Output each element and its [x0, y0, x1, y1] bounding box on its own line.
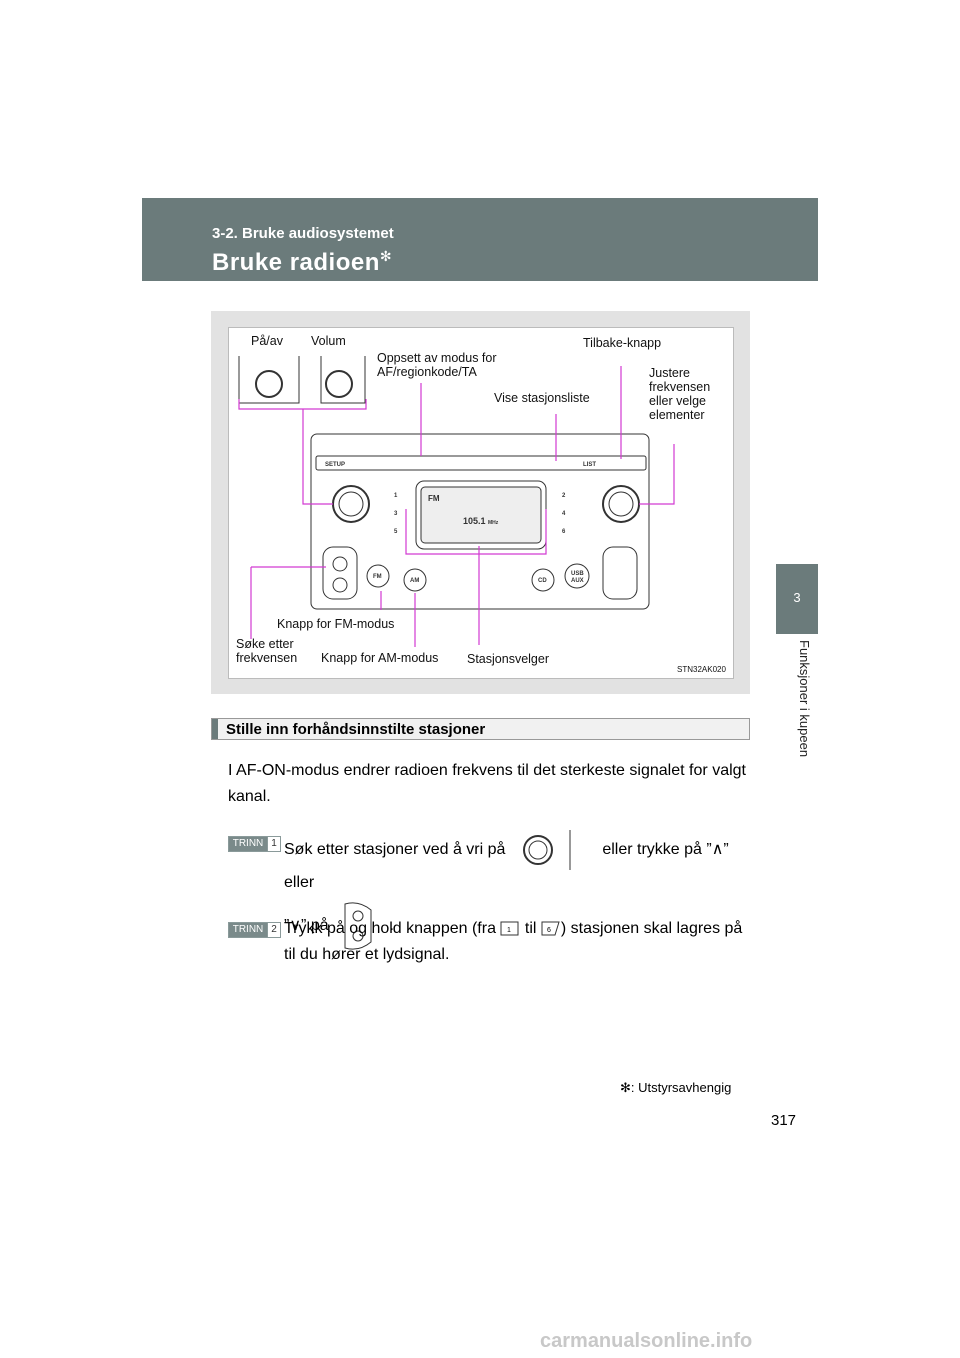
step-1-text: Søk etter stasjoner ved å vri på eller t… [284, 830, 746, 950]
usb-aux-button [564, 563, 590, 589]
preset-3: 3 [394, 511, 398, 517]
callout-lines [238, 366, 675, 647]
usb-button-label: USB [571, 571, 584, 577]
label-am: Knapp for AM-modus [321, 651, 439, 665]
preset-6-icon: 6 [541, 921, 560, 936]
cd-button-label: CD [538, 578, 547, 584]
step-badge-number: 2 [267, 923, 280, 937]
label-back: Tilbake-knapp [583, 336, 662, 350]
chapter-tab: 3 [776, 564, 818, 634]
right-knob-icon [602, 485, 640, 523]
page-title: Bruke radioen✻ [212, 248, 392, 277]
preset-2: 2 [562, 493, 566, 499]
volume-knob-inset [320, 356, 366, 404]
fm-button-label: FM [373, 574, 382, 580]
label-volume: Volum [311, 334, 346, 348]
equipment-mark: ✻ [379, 248, 393, 264]
section-heading-bar: Stille inn forhåndsinnstilte stasjoner [211, 718, 750, 740]
step-2-part1: Trykk på og hold knappen (fra [284, 920, 496, 937]
figure-code: STN32AK020 [677, 665, 726, 674]
seek-up-button [332, 556, 348, 572]
fm-button [366, 564, 390, 588]
display-frequency: 105.1 [463, 516, 486, 526]
section-heading: Stille inn forhåndsinnstilte stasjoner [226, 721, 486, 738]
cd-button [531, 568, 555, 592]
power-knob-detail-icon [255, 370, 283, 398]
step-badge-number: 1 [267, 837, 280, 851]
preset-1-icon: 1 [500, 921, 519, 936]
chapter-number: 3 [793, 590, 801, 605]
page-number: 317 [771, 1112, 797, 1129]
label-seek: Søke etter frekvensen [236, 637, 298, 665]
display-band: FM [428, 494, 440, 503]
preset-6: 6 [562, 529, 566, 535]
body-paragraph: I AF-ON-modus endrer radioen frekvens ti… [228, 762, 746, 805]
footnote: ✻: Utstyrsavhengig [620, 1080, 732, 1095]
radio-figure: SETUP LIST FM AM CD USB AUX FM 105.1 MHz… [211, 311, 750, 694]
page-title-text: Bruke radioen [212, 249, 380, 276]
label-adjust: Justere frekvensen eller velge elementer [649, 366, 711, 422]
radio-illustration: SETUP LIST FM AM CD USB AUX FM 105.1 MHz… [238, 356, 675, 647]
preset-1: 1 [394, 493, 398, 499]
display-unit: MHz [488, 520, 499, 526]
step-badge-word: TRINN [229, 923, 267, 937]
am-button [403, 568, 427, 592]
step-1-part4: . [389, 917, 394, 935]
radio-unit [310, 433, 650, 610]
left-knob-icon [332, 485, 370, 523]
volume-knob-detail-icon [325, 370, 353, 398]
top-strip [315, 455, 647, 471]
step-1-part1: Søk etter stasjoner ved å vri på [284, 841, 506, 859]
label-fm: Knapp for FM-modus [277, 617, 395, 631]
seek-down-button [332, 577, 348, 593]
chapter-header: 3-2. Bruke audiosystemet Bruke radioen✻ [142, 198, 818, 281]
folder-buttons [602, 546, 638, 600]
aux-button-label: AUX [571, 578, 584, 584]
tuning-knob-icon [522, 830, 571, 870]
setup-button-label: SETUP [325, 462, 345, 468]
step-1-part3: ”∨” på [284, 917, 329, 935]
preset-5: 5 [394, 529, 398, 535]
step-2-part2: til [524, 920, 537, 937]
power-knob-inset [238, 356, 300, 404]
preset-6-icon-number: 6 [547, 927, 551, 934]
watermark: carmanualsonline.info [540, 1330, 753, 1352]
preset-4: 4 [562, 511, 566, 517]
chapter-tab-label: Funksjoner i kupeen [797, 640, 812, 758]
label-list: Vise stasjonsliste [494, 391, 590, 405]
step-2-part3: ) stasjonen skal lagres på til du hører … [284, 920, 743, 963]
step-badge-word: TRINN [229, 837, 267, 851]
preset-1-icon-number: 1 [507, 927, 511, 934]
section-label: 3-2. Bruke audiosystemet [212, 225, 394, 242]
label-preset: Stasjonsvelger [467, 652, 549, 666]
label-power: På/av [251, 334, 283, 348]
label-setup: Oppsett av modus for AF/regionkode/TA [377, 351, 497, 379]
am-button-label: AM [410, 578, 419, 584]
step-1-part2: eller trykke på ”∧” eller [284, 841, 729, 891]
step-2-text: Trykk på og hold knappen (fra 1 til 6) s… [284, 916, 746, 968]
list-button-label: LIST [583, 462, 596, 468]
seek-button-icon [344, 902, 372, 950]
